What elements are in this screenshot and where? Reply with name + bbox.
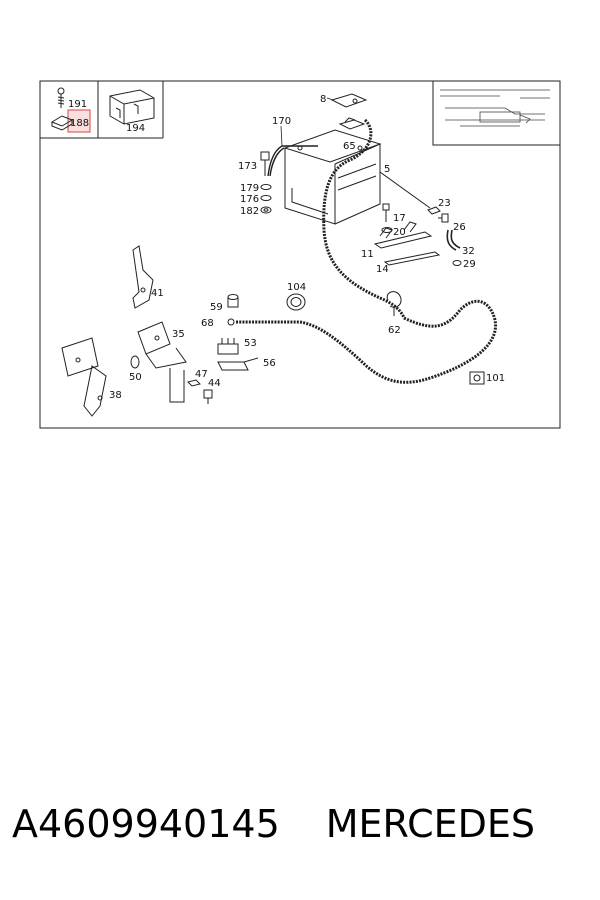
inset-frame-right (432, 81, 560, 146)
leader-line (280, 125, 283, 147)
callout-101: 101 (486, 373, 505, 384)
leader-line (326, 97, 334, 101)
callout-labels: 191 188 194 8 65 170 5 173 179 176 182 2… (68, 94, 505, 401)
part-32-hose (446, 229, 461, 251)
battery (283, 129, 382, 225)
callout-62: 62 (388, 325, 401, 336)
callout-170: 170 (272, 116, 291, 127)
callout-26: 26 (453, 222, 466, 233)
caption: A4609940145 MERCEDES (12, 802, 592, 862)
part-14-bar (383, 251, 441, 266)
callout-20: 20 (393, 227, 406, 238)
callout-191: 191 (68, 99, 87, 110)
callout-14: 14 (376, 264, 389, 275)
highlight-box-188[interactable] (67, 109, 91, 133)
callout-44: 44 (208, 378, 221, 389)
callout-50: 50 (129, 372, 142, 383)
part-191-screw (57, 87, 65, 108)
callout-32: 32 (462, 246, 475, 257)
inset-vehicle-sketch (440, 89, 550, 127)
part-104-grommet (286, 293, 306, 311)
part-44-bolt (203, 389, 213, 404)
callout-173: 173 (238, 161, 257, 172)
callout-35: 35 (172, 329, 185, 340)
callout-23: 23 (438, 198, 451, 209)
callout-179: 179 (240, 183, 259, 194)
callout-182: 182 (240, 206, 259, 217)
part-68-cable-end (227, 318, 235, 326)
part-17-bolt (382, 203, 390, 222)
part-number: A4609940145 (12, 802, 280, 846)
part-53-relay (217, 338, 239, 355)
callout-188[interactable]: 188 (70, 118, 89, 129)
callout-8: 8 (320, 94, 326, 105)
cable-170 (267, 145, 318, 177)
part-62-clamp (386, 291, 402, 316)
part-38-bracket (61, 337, 107, 417)
callout-53: 53 (244, 338, 257, 349)
callout-59: 59 (210, 302, 223, 313)
callout-176: 176 (240, 194, 259, 205)
part-47-nut (187, 379, 201, 387)
callout-56: 56 (263, 358, 276, 369)
part-23-connector (379, 171, 441, 215)
callout-38: 38 (109, 390, 122, 401)
callout-29: 29 (463, 259, 476, 270)
part-188-clip (50, 115, 74, 131)
part-173-bolt (260, 151, 270, 176)
part-56-holder (217, 357, 259, 371)
part-65-terminal (338, 117, 366, 130)
callout-68: 68 (201, 318, 214, 329)
part-101-bracket (469, 371, 485, 385)
callout-65: 65 (343, 141, 356, 152)
part-41-bracket (132, 245, 154, 309)
callout-47: 47 (195, 369, 208, 380)
callout-17: 17 (393, 213, 406, 224)
washers-179-176-182 (260, 184, 272, 214)
callout-41: 41 (151, 288, 164, 299)
part-35-bracket (137, 321, 187, 403)
part-11-clamp (373, 221, 433, 249)
part-8-cover (330, 93, 368, 108)
callout-194: 194 (126, 123, 145, 134)
part-194-block (109, 89, 155, 125)
part-50-nut (130, 355, 140, 369)
part-26-fitting (438, 213, 449, 223)
callout-104: 104 (287, 282, 306, 293)
part-29-washer (452, 260, 462, 266)
brand-name: MERCEDES (325, 802, 536, 846)
diagram-frame (39, 80, 561, 429)
callout-5: 5 (384, 164, 390, 175)
callout-11: 11 (361, 249, 374, 260)
part-59-plug (227, 294, 239, 308)
